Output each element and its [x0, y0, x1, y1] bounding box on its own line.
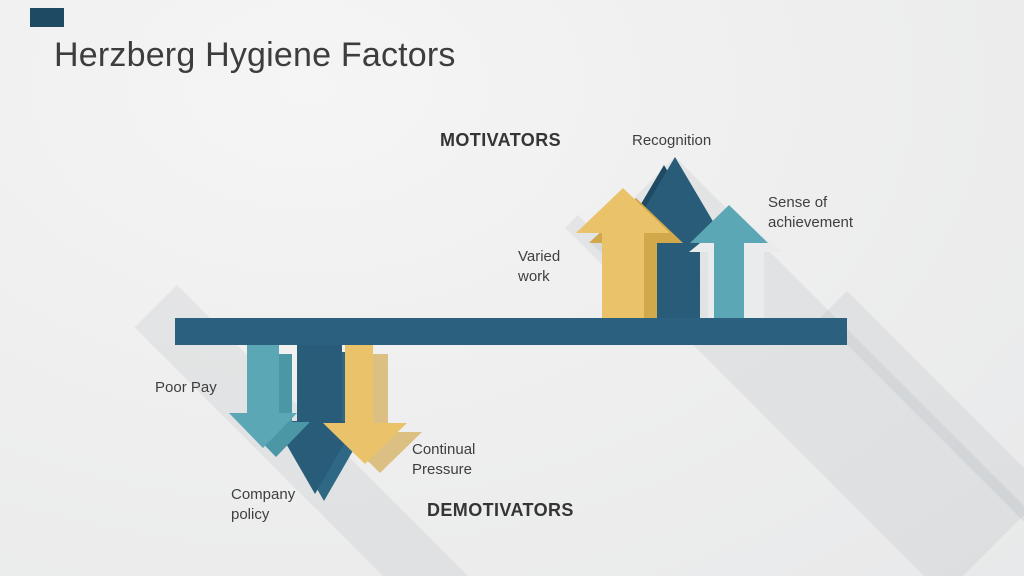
sense-achievement-label: Sense of achievement [768, 194, 854, 232]
continual-pressure-label: Continual Pressure [412, 441, 476, 479]
poor-pay-arrow-head [229, 413, 297, 448]
varied-work-arrow-shaft [602, 232, 644, 320]
company-policy-label: Company policy [231, 486, 296, 524]
poor-pay-label: Poor Pay [155, 379, 217, 396]
continual-pressure-arrow-head [323, 423, 407, 464]
continual-pressure-arrow-shaft [345, 345, 373, 423]
varied-work-arrow-head [576, 188, 670, 233]
motivators-heading: MOTIVATORS [440, 130, 561, 150]
poor-pay-arrow-shaft [247, 345, 279, 413]
corner-accent-square [30, 8, 64, 27]
company-policy-arrow-shaft [297, 345, 342, 421]
sense-achievement-arrow-shaft [714, 242, 744, 320]
recognition-label: Recognition [632, 132, 712, 149]
seesaw-bar [175, 318, 847, 345]
page-title: Herzberg Hygiene Factors [54, 36, 456, 74]
varied-work-label: Varied work [518, 248, 561, 286]
sense-achievement-arrow-head [690, 205, 768, 243]
demotivators-heading: DEMOTIVATORS [427, 500, 574, 520]
